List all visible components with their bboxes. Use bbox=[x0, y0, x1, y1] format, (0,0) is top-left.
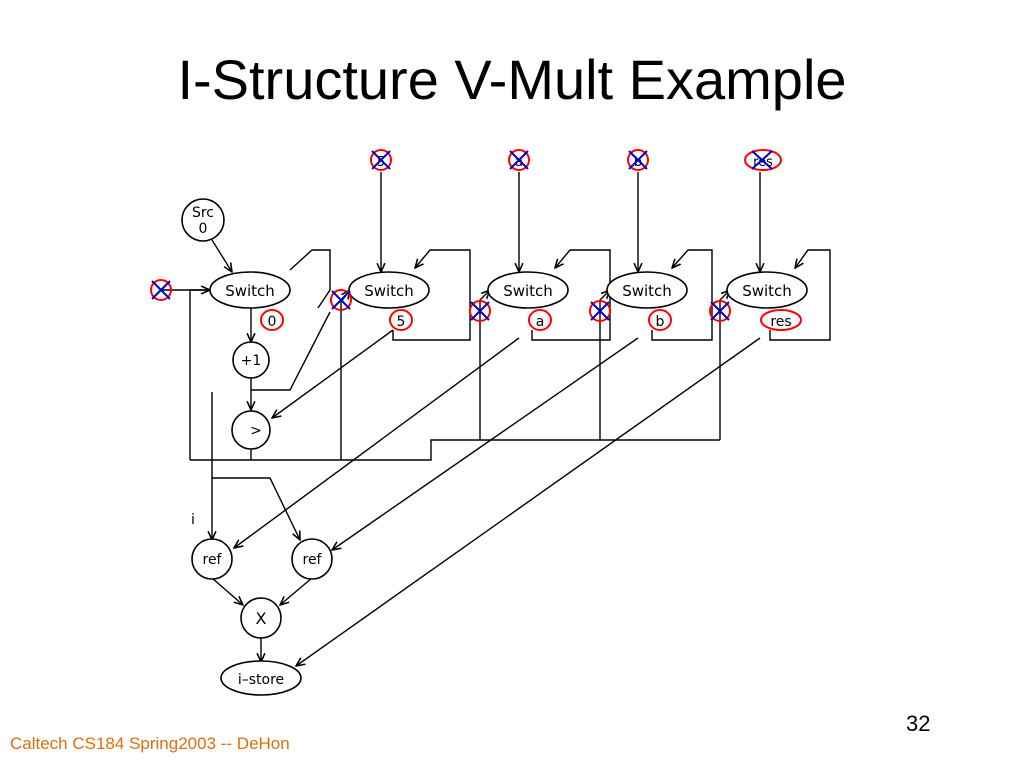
svg-text:a: a bbox=[536, 314, 545, 330]
src-label: Src bbox=[192, 205, 214, 221]
switch-value-five: 5 bbox=[389, 309, 413, 331]
switch-node-b: Switch bbox=[606, 271, 688, 309]
input-token-b: b bbox=[627, 149, 649, 171]
mult-node: X bbox=[240, 597, 282, 639]
istore-node: i–store bbox=[220, 660, 302, 696]
inc-node: +1 bbox=[232, 341, 270, 379]
switch-value-b: b bbox=[648, 309, 672, 331]
ref-node-b: ref bbox=[291, 538, 333, 580]
input-token-n: 5 bbox=[370, 149, 392, 171]
svg-text:ref: ref bbox=[203, 552, 223, 568]
input-token-res: res bbox=[744, 149, 782, 171]
switch-node-a: Switch bbox=[487, 271, 569, 309]
svg-text:X: X bbox=[256, 609, 267, 628]
svg-text:>: > bbox=[250, 423, 262, 439]
src-node: Src 0 bbox=[181, 198, 225, 242]
svg-text:5: 5 bbox=[397, 314, 406, 330]
svg-text:ref: ref bbox=[303, 552, 323, 568]
svg-text:res: res bbox=[770, 314, 791, 330]
switch-node-n: Switch bbox=[348, 271, 430, 309]
index-label: i bbox=[191, 512, 195, 528]
switch-label: Switch bbox=[225, 282, 275, 300]
switch-value-a: a bbox=[528, 309, 552, 331]
footer-text: Caltech CS184 Spring2003 -- DeHon bbox=[10, 734, 290, 753]
ref-node-a: ref bbox=[191, 538, 233, 580]
svg-text:i–store: i–store bbox=[238, 672, 284, 688]
switch-value-res: res bbox=[760, 309, 802, 331]
svg-text:a: a bbox=[515, 155, 523, 170]
switch-value-zero: 0 bbox=[260, 309, 284, 331]
switch-label: Switch bbox=[742, 282, 792, 300]
switch-label: Switch bbox=[503, 282, 553, 300]
gt-node: > bbox=[231, 410, 271, 450]
svg-text:b: b bbox=[634, 155, 642, 170]
switch-label: Switch bbox=[364, 282, 414, 300]
svg-text:5: 5 bbox=[377, 155, 385, 170]
page-number: 32 bbox=[906, 711, 931, 736]
input-token-a: a bbox=[508, 149, 530, 171]
svg-text:+1: +1 bbox=[241, 353, 262, 369]
switch-label: Switch bbox=[622, 282, 672, 300]
switch-node-res: Switch bbox=[726, 271, 808, 309]
control-token-marks bbox=[150, 279, 731, 322]
src-value: 0 bbox=[199, 221, 208, 237]
svg-text:0: 0 bbox=[268, 314, 277, 330]
svg-text:b: b bbox=[656, 314, 665, 330]
switch-node-counter: Switch bbox=[209, 271, 291, 309]
slide-title: I-Structure V-Mult Example bbox=[177, 48, 847, 111]
